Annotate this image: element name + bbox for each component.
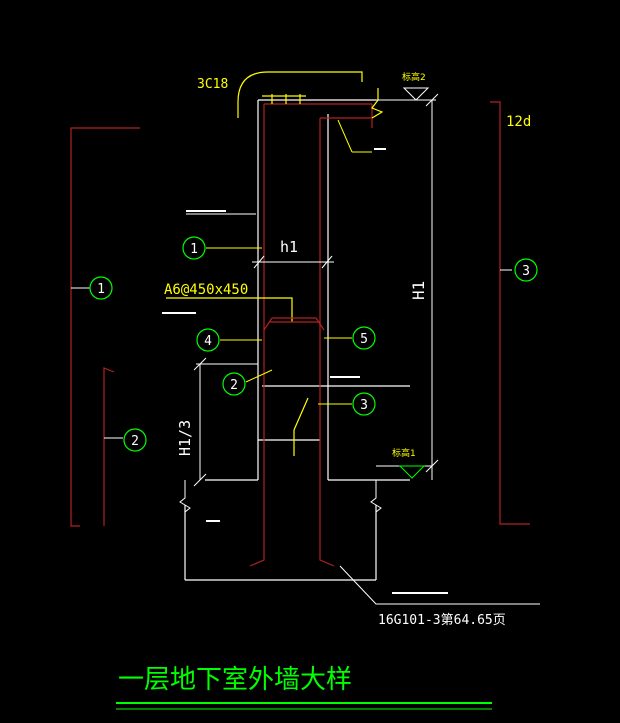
- label-12d: 12d: [506, 114, 531, 130]
- diagonal-bar: [293, 397, 309, 456]
- elevation-top-text: 标高2: [402, 71, 426, 83]
- left-bar-2: [103, 367, 115, 526]
- dim-H1-text: H1: [409, 281, 428, 300]
- left-callout-2-text: 2: [131, 434, 139, 449]
- elevation-bottom: 标高1: [376, 447, 432, 479]
- leader-standard: [339, 565, 540, 605]
- label-3c18: 3C18: [197, 77, 228, 92]
- callout-3-text: 3: [360, 398, 368, 413]
- tie-rebar: [166, 297, 325, 331]
- break-marks: [179, 480, 382, 530]
- left-callout-1: 1: [89, 276, 113, 300]
- left-callout-1-text: 1: [97, 282, 105, 297]
- callout-2: 2: [222, 372, 246, 396]
- tie-spec-text: A6@450x450: [164, 282, 248, 298]
- dim-H1-third: [193, 357, 258, 487]
- callout-4: 4: [196, 328, 220, 352]
- right-callout-3: 3: [514, 258, 538, 282]
- right-callout-3-text: 3: [522, 264, 530, 279]
- leader-top-note: [337, 119, 353, 153]
- callout-1: 1: [182, 236, 206, 260]
- left-bar-1: [70, 127, 140, 527]
- elevation-top: 标高2: [376, 71, 436, 101]
- tiny-annotations: [162, 148, 448, 594]
- callout-1-text: 1: [190, 242, 198, 257]
- dim-h1: [252, 255, 334, 269]
- dim-H1-third-text: H1/3: [176, 420, 194, 456]
- callout-5: 5: [352, 326, 376, 350]
- top-rebar-3c18: [237, 71, 384, 119]
- dim-h1-text: h1: [280, 238, 298, 256]
- right-bar-3: [490, 101, 530, 525]
- callout-5-text: 5: [360, 332, 368, 347]
- drawing-title: 一层地下室外墙大样: [118, 665, 352, 695]
- wall-outline: [184, 99, 410, 581]
- callout-2-text: 2: [230, 378, 238, 393]
- leader-c2: [245, 369, 273, 383]
- callout-3: 3: [352, 392, 376, 416]
- elevation-bottom-text: 标高1: [392, 447, 416, 459]
- left-callout-2: 2: [123, 428, 147, 452]
- callout-4-text: 4: [204, 334, 212, 349]
- dim-H1: [425, 93, 439, 480]
- standard-note: 16G101-3第64.65页: [378, 613, 506, 628]
